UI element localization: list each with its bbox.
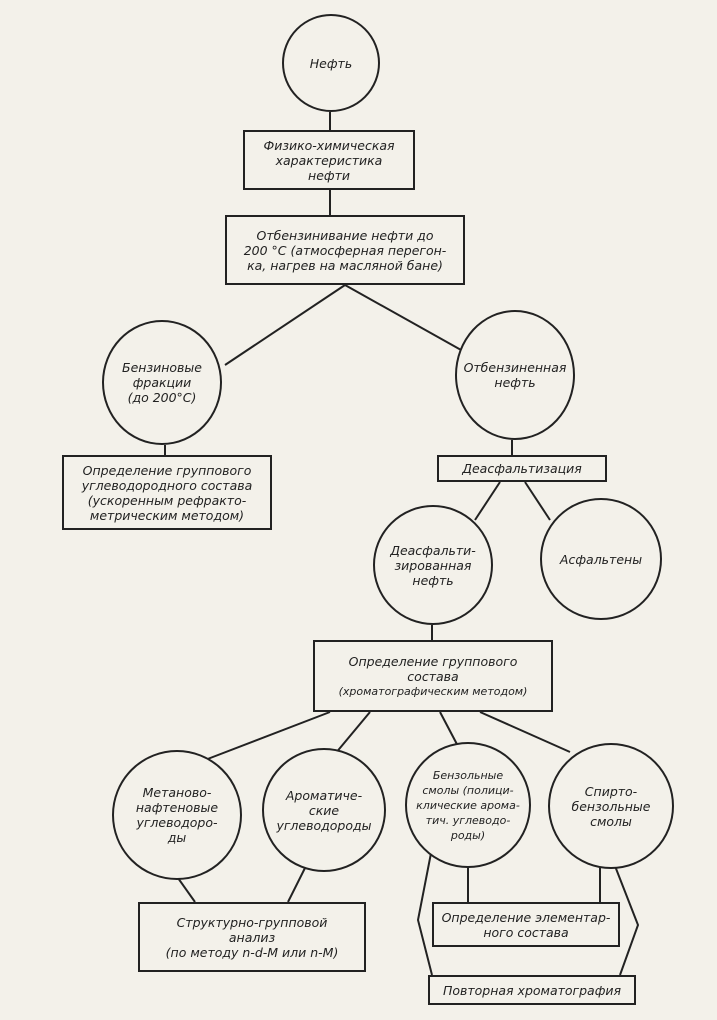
edge-arom-struct (287, 867, 306, 903)
struct-node: Структурно-групповой анализ (по методу n… (138, 902, 366, 972)
arom-node: Ароматиче- ские углеводороды (262, 748, 386, 872)
edge-groupcomp-methane (204, 711, 331, 761)
edge-deasph-deasphoil (474, 481, 501, 521)
asph-node: Асфальтены (540, 498, 662, 620)
edge-debenz-debenzoil (344, 284, 471, 356)
groupcomp-method-label: (хроматографическим методом) (338, 684, 528, 698)
edge-benzres-rechrom (416, 847, 433, 976)
edge-alcres-rechrom (614, 865, 640, 976)
groupcomp-label: Определение группового состава (348, 653, 518, 684)
deasph-node: Деасфальтизация (437, 455, 607, 482)
edge-methane-struct (177, 877, 196, 903)
oil-node: Нефть (282, 14, 380, 112)
edge-groupcomp-alcres (479, 711, 571, 753)
edge-deasph-asph (524, 481, 551, 521)
methane-node: Метаново- нафтеновые углеводоро- ды (112, 750, 242, 880)
physchem-node: Физико-химическая характеристика нефти (243, 130, 415, 190)
elem-node: Определение элементар- ного состава (432, 902, 620, 947)
alcres-node: Спирто- бензольные смолы (548, 743, 674, 869)
edge-debenz-benzfrac (224, 284, 346, 366)
benzfrac-node: Бензиновые фракции (до 200°С) (102, 320, 222, 445)
debenzoil-node: Отбензиненная нефть (455, 310, 575, 440)
groupcomp-node: Определение группового состава (хроматог… (313, 640, 553, 712)
grouphc-node: Определение группового углеводородного с… (62, 455, 272, 530)
rechrom-node: Повторная хроматография (428, 975, 636, 1005)
benzres-node: Бензольные смолы (полици- клические аром… (405, 742, 531, 868)
debenz-node: Отбензинивание нефти до 200 °С (атмосфер… (225, 215, 465, 285)
deasphoil-node: Деасфальти- зированная нефть (373, 505, 493, 625)
